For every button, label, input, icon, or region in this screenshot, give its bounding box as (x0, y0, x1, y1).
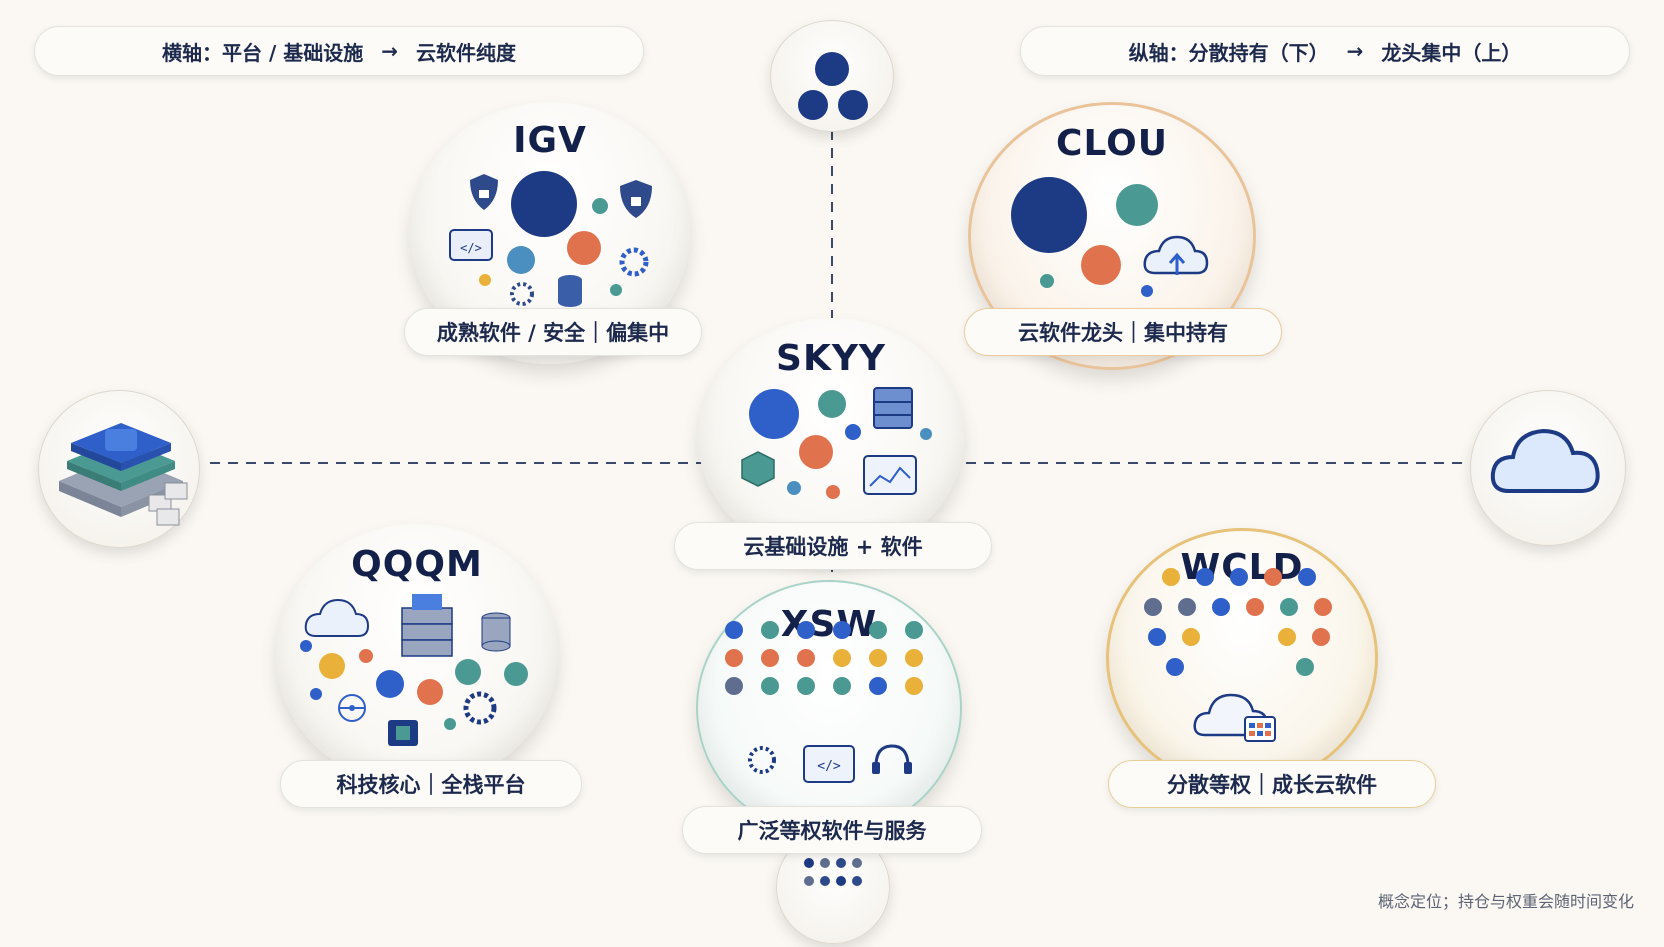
code-window-icon: </> (449, 229, 493, 261)
holding-dot (1212, 598, 1230, 616)
holding-dot (797, 677, 815, 695)
qqqm-caption: 科技核心｜全栈平台 (280, 760, 582, 808)
three-dots-icon (798, 52, 868, 120)
layered-infrastructure-icon (59, 423, 188, 526)
horizontal-axis-end: 云软件纯度 (416, 40, 516, 65)
wcld-bubble: WCLD (1106, 528, 1378, 788)
qqqm-bubble: QQQM (276, 524, 558, 786)
holding-dot (761, 677, 779, 695)
holding-dot (1246, 598, 1264, 616)
holding-dot (833, 621, 851, 639)
xsw-caption: 广泛等权软件与服务 (682, 806, 982, 854)
skyy-ticker: SKYY (776, 338, 886, 379)
cube-icon (741, 451, 775, 487)
qqqm-ticker: QQQM (351, 544, 483, 585)
holding-dot (1296, 658, 1314, 676)
clou-holdings (1011, 177, 1209, 297)
holding-dot (725, 677, 743, 695)
xsw-holdings (725, 621, 923, 695)
skyy-bubble: SKYY (698, 318, 964, 558)
cloud-upload-icon (1143, 235, 1209, 275)
shield-icon (620, 180, 652, 218)
left-axis-node (38, 390, 200, 548)
network-icon (338, 694, 366, 722)
holding-dot (761, 649, 779, 667)
holding-dot (725, 621, 743, 639)
holding-dot (905, 649, 923, 667)
skyy-holdings (741, 387, 932, 499)
holding-dot (1182, 628, 1200, 646)
database-icon (481, 612, 511, 652)
cloud-app-icon (1193, 693, 1276, 742)
holding-dot (1314, 598, 1332, 616)
top-axis-node (770, 20, 894, 132)
igv-caption: 成熟软件 / 安全｜偏集中 (404, 308, 702, 356)
holding-dot (1230, 568, 1248, 586)
xsw-tools: </> (748, 744, 912, 783)
skyy-caption: 云基础设施 + 软件 (674, 522, 992, 570)
xsw-bubble: XSW </> (696, 580, 962, 836)
holding-dot (869, 621, 887, 639)
right-axis-node (1470, 390, 1626, 546)
xsw-ticker: XSW (780, 604, 878, 645)
holding-dot (725, 649, 743, 667)
shield-icon (470, 174, 498, 210)
igv-holdings: </> (449, 171, 652, 307)
holding-dot (1178, 598, 1196, 616)
vertical-axis-label: 纵轴：分散持有（下） (1128, 40, 1329, 65)
holding-dot (1280, 598, 1298, 616)
clou-caption: 云软件龙头｜集中持有 (964, 308, 1282, 356)
gear-icon (748, 746, 776, 774)
right-arrow-icon: → (381, 39, 398, 63)
gear-icon (510, 282, 534, 306)
qqqm-holdings (300, 594, 528, 746)
holding-dot (905, 621, 923, 639)
holding-dot (1196, 568, 1214, 586)
igv-ticker: IGV (513, 120, 587, 161)
footer-note: 概念定位；持仓与权重会随时间变化 (1377, 892, 1634, 911)
holding-dot (1144, 598, 1162, 616)
gear-icon (619, 247, 649, 277)
horizontal-axis-label: 横轴：平台 / 基础设施 (162, 40, 364, 65)
headset-icon (872, 744, 912, 774)
holding-dot (905, 677, 923, 695)
database-icon (558, 275, 582, 307)
holding-dot (869, 677, 887, 695)
vertical-axis-end: 龙头集中（上） (1381, 40, 1522, 65)
holding-dot (1148, 628, 1166, 646)
server-icon (873, 387, 913, 429)
holding-dot (1166, 658, 1184, 676)
vertical-axis-legend: 纵轴：分散持有（下） → 龙头集中（上） (1020, 26, 1630, 76)
holding-dot (1162, 568, 1180, 586)
cpu-chip-icon (388, 720, 418, 746)
horizontal-axis-legend: 横轴：平台 / 基础设施 → 云软件纯度 (34, 26, 644, 76)
cloud-icon (1490, 428, 1600, 493)
holding-dot (869, 649, 887, 667)
gear-icon (463, 691, 497, 725)
svg-text:</>: </> (817, 759, 841, 774)
holding-dot (1312, 628, 1330, 646)
wcld-holdings (1144, 568, 1332, 676)
holding-dot (797, 621, 815, 639)
svg-text:</>: </> (460, 241, 482, 255)
holding-dot (833, 677, 851, 695)
holding-dot (833, 649, 851, 667)
code-window-icon: </> (803, 745, 855, 783)
right-arrow-icon: → (1346, 39, 1364, 63)
holding-dot (1278, 628, 1296, 646)
analytics-window-icon (863, 455, 917, 495)
clou-ticker: CLOU (1056, 123, 1168, 164)
server-stack-icon (401, 594, 453, 657)
holding-dot (1298, 568, 1316, 586)
cloud-icon (304, 598, 370, 637)
holding-dot (761, 621, 779, 639)
wcld-caption: 分散等权｜成长云软件 (1108, 760, 1436, 808)
wcld-tools (1193, 693, 1276, 742)
holding-dot (1264, 568, 1282, 586)
holding-dot (797, 649, 815, 667)
